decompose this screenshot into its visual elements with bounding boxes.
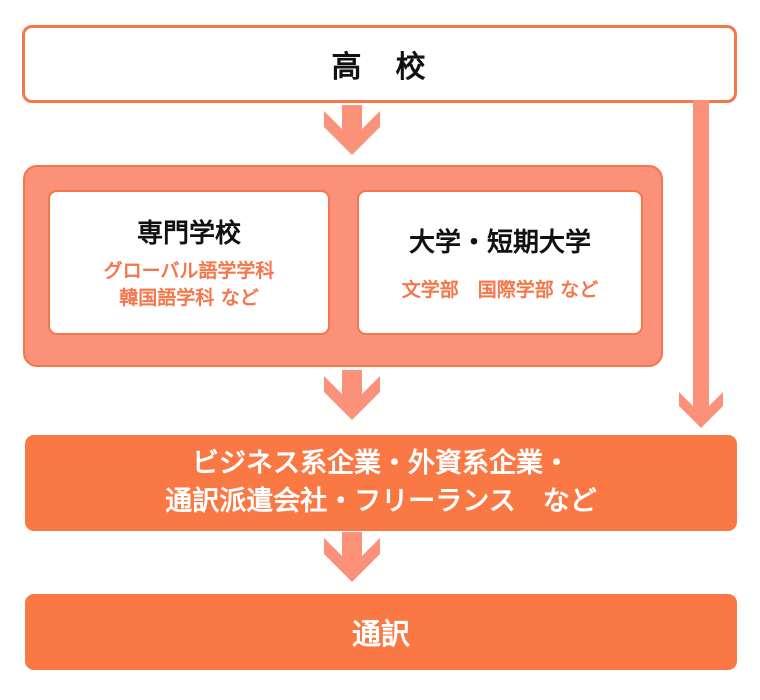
vocational-school-box: 専門学校 グローバル語学学科 韓国語学科 など [48, 190, 330, 335]
interpreter-label: 通訳 [351, 617, 410, 651]
vocational-school-subtitle-line2: 韓国語学科 など [119, 287, 259, 309]
down-arrow-icon [324, 105, 380, 163]
employment-line2: 通訳派遣会社・フリーランス など [165, 486, 597, 517]
interpreter-box: 通訳 [25, 594, 737, 670]
highschool-box: 高 校 [22, 25, 737, 103]
down-arrow-icon [324, 532, 380, 590]
employment-line1: ビジネス系企業・外資系企業・ [192, 448, 570, 479]
university-title: 大学・短期大学 [408, 227, 591, 258]
employment-box: ビジネス系企業・外資系企業・ 通訳派遣会社・フリーランス など [25, 435, 737, 531]
highschool-label: 高 校 [331, 50, 428, 85]
vocational-school-title: 専門学校 [136, 219, 241, 249]
down-arrow-icon [324, 370, 380, 428]
university-subtitle: 文学部 国際学部 など [401, 278, 599, 301]
direct-path-down-arrow-icon [679, 100, 723, 430]
schools-group-container: 専門学校 グローバル語学学科 韓国語学科 など 大学・短期大学 文学部 国際学部… [23, 165, 663, 367]
vocational-school-subtitle-line1: グローバル語学学科 [103, 260, 275, 282]
university-box: 大学・短期大学 文学部 国際学部 など [357, 190, 643, 335]
